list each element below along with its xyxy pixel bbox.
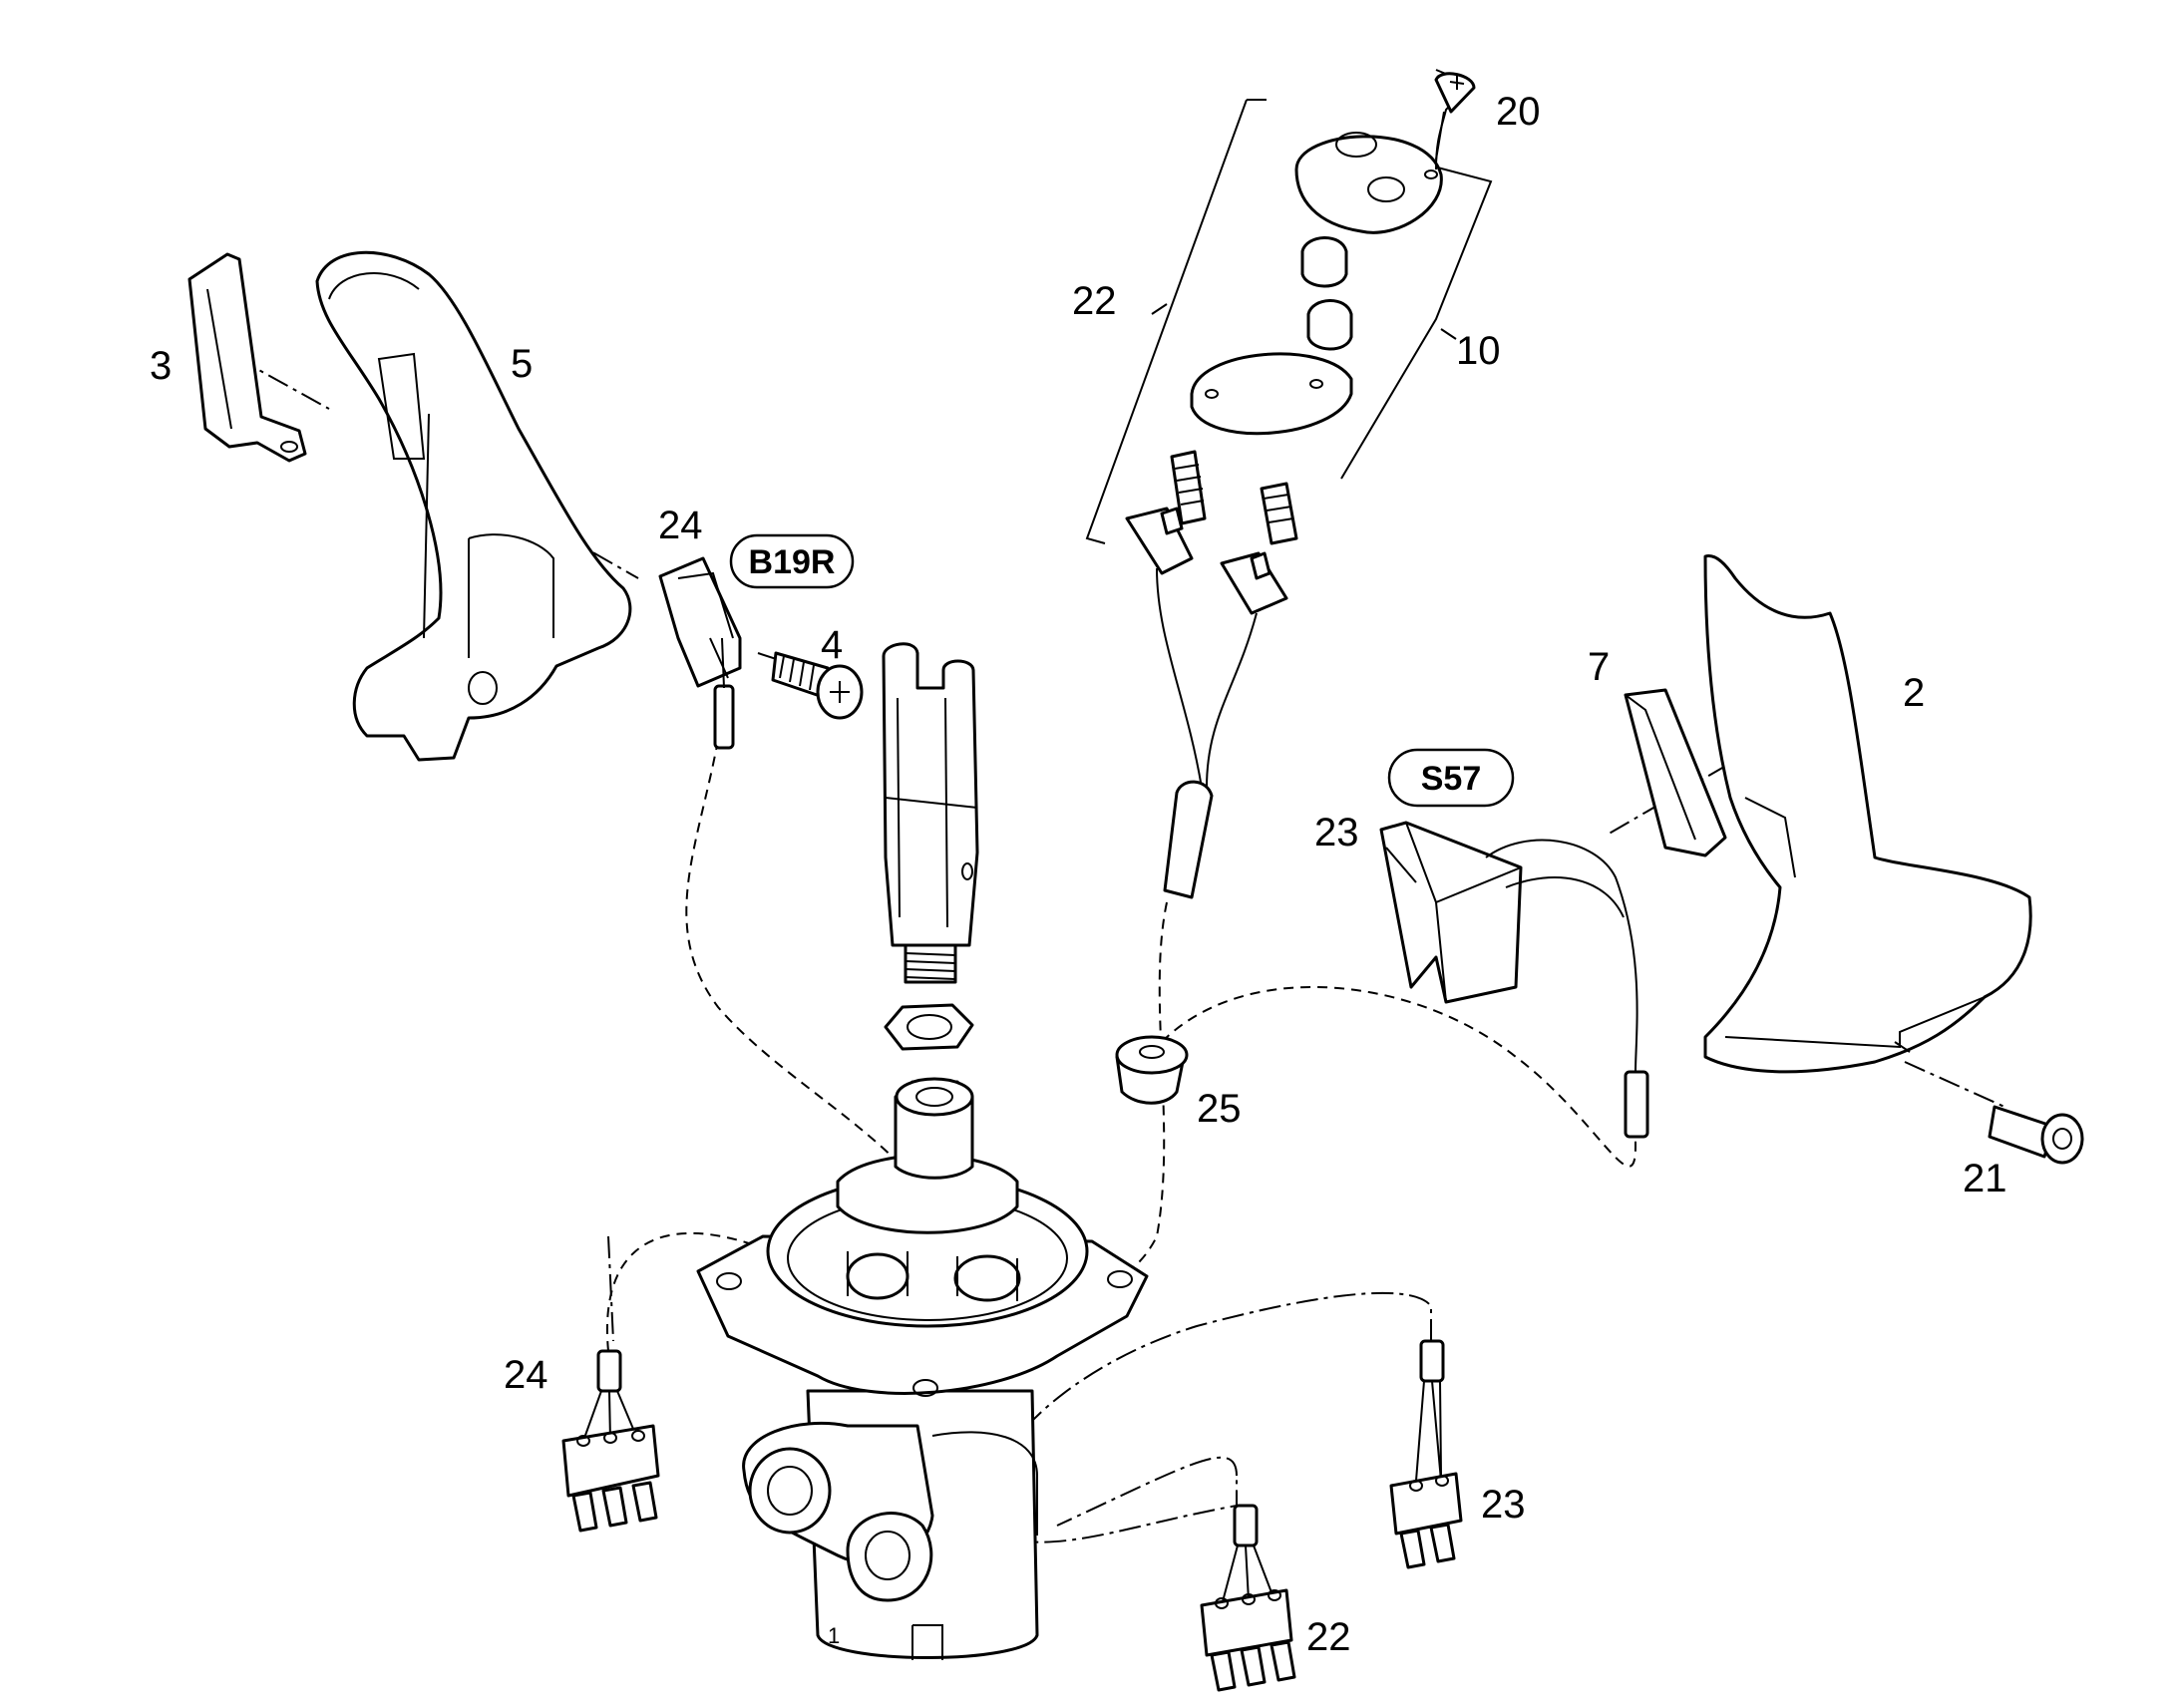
callout-3: 3 — [150, 344, 172, 388]
bracket-part-3 — [187, 252, 307, 463]
hex-nut — [884, 1003, 974, 1051]
sensor-part-24 — [658, 556, 742, 750]
callout-23-top: 23 — [1314, 811, 1359, 854]
valve-mark: 1 — [828, 1623, 840, 1648]
grommet-part-25 — [1115, 1035, 1189, 1105]
callout-10: 10 — [1456, 329, 1501, 373]
callout-25: 25 — [1197, 1087, 1242, 1131]
handle-half-part-2 — [1703, 553, 2032, 1074]
callout-7: 7 — [1588, 645, 1610, 689]
callout-5: 5 — [511, 342, 533, 386]
screw-part-20 — [1434, 72, 1476, 161]
stem-nut — [894, 1077, 974, 1180]
callout-22-bottom: 22 — [1306, 1615, 1351, 1659]
callouts: 3 5 24 4 20 22 10 7 2 23 25 21 24 23 22 — [150, 90, 2007, 1659]
callout-2: 2 — [1903, 671, 1925, 715]
connector-24 — [561, 1349, 660, 1533]
screw-part-4 — [771, 651, 864, 720]
tag-b19r: B19R — [729, 533, 855, 589]
button-assembly — [1085, 69, 1493, 899]
callout-24-top: 24 — [658, 504, 703, 547]
handle-half-part-5 — [315, 250, 632, 762]
switch-part-23 — [1379, 821, 1649, 1139]
tag-s57: S57 — [1387, 748, 1515, 808]
connector-22 — [1200, 1504, 1296, 1692]
callout-22-top: 22 — [1072, 279, 1117, 323]
tag-b19r-text: B19R — [749, 543, 836, 581]
tag-s57-text: S57 — [1421, 760, 1482, 798]
callout-24-bottom: 24 — [504, 1353, 548, 1397]
callout-4: 4 — [821, 623, 843, 667]
callout-20: 20 — [1496, 90, 1541, 134]
valve-body: 1 — [742, 1389, 1039, 1660]
callout-21: 21 — [1963, 1157, 2007, 1200]
connector-23 — [1389, 1339, 1463, 1569]
bolt-part-21 — [1988, 1105, 2084, 1165]
valve-flange — [696, 1154, 1149, 1397]
insert-part-7 — [1624, 688, 1727, 857]
callout-23-bottom: 23 — [1481, 1483, 1526, 1527]
lever-shaft — [882, 642, 979, 984]
